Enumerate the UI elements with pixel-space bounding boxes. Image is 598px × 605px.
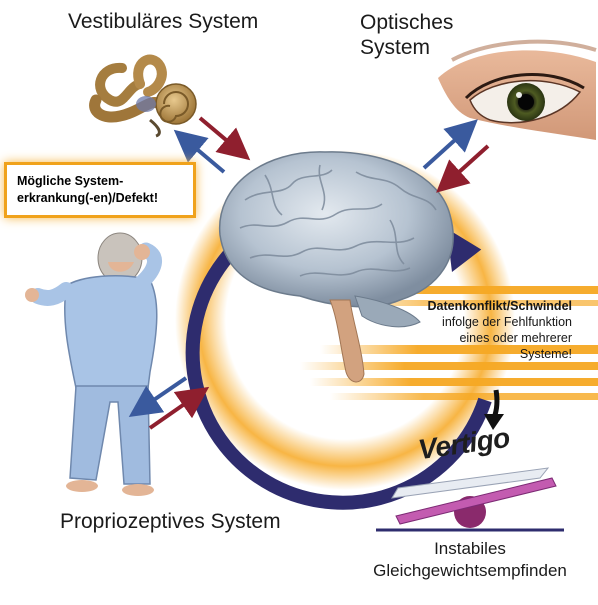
brain-icon — [219, 151, 454, 383]
arrows-vestibular — [173, 116, 251, 174]
conflict-line3: Systeme! — [519, 347, 572, 361]
label-instability-line2: Gleichgewichtsempfinden — [373, 561, 567, 580]
conflict-line1: infolge der Fehlfunktion — [442, 315, 572, 329]
inner-ear-icon — [89, 54, 197, 138]
arrows-proprioceptive — [128, 376, 210, 430]
label-instability-line1: Instabiles — [434, 539, 506, 558]
warning-line1: Mögliche System- — [17, 174, 124, 188]
warning-line2: erkrankung(-en)/Defekt! — [17, 191, 158, 205]
conflict-title: Datenkonflikt/Schwindel — [427, 299, 572, 313]
conflict-line2: eines oder mehrerer — [459, 331, 572, 345]
eye-icon — [438, 39, 597, 140]
label-optical-line2: System — [360, 36, 431, 59]
seesaw-icon — [376, 467, 564, 532]
arrow-to-vertigo — [484, 389, 504, 430]
arrows-optical — [422, 119, 490, 193]
label-proprioceptive-system: Propriozeptives System — [60, 510, 281, 533]
label-vestibular-system: Vestibuläres System — [68, 10, 259, 33]
label-instability: Instabiles Gleichgewichtsempfinden — [350, 538, 590, 582]
warning-box: Mögliche System- erkrankung(-en)/Defekt! — [4, 162, 196, 218]
person-icon — [25, 232, 162, 496]
cycle-arrowhead — [446, 228, 482, 272]
conflict-stripes — [300, 286, 598, 400]
conflict-note: Datenkonflikt/Schwindel infolge der Fehl… — [360, 298, 572, 362]
label-optical-line1: Optisches — [360, 11, 454, 34]
label-optical-system: Optisches System — [360, 10, 453, 60]
